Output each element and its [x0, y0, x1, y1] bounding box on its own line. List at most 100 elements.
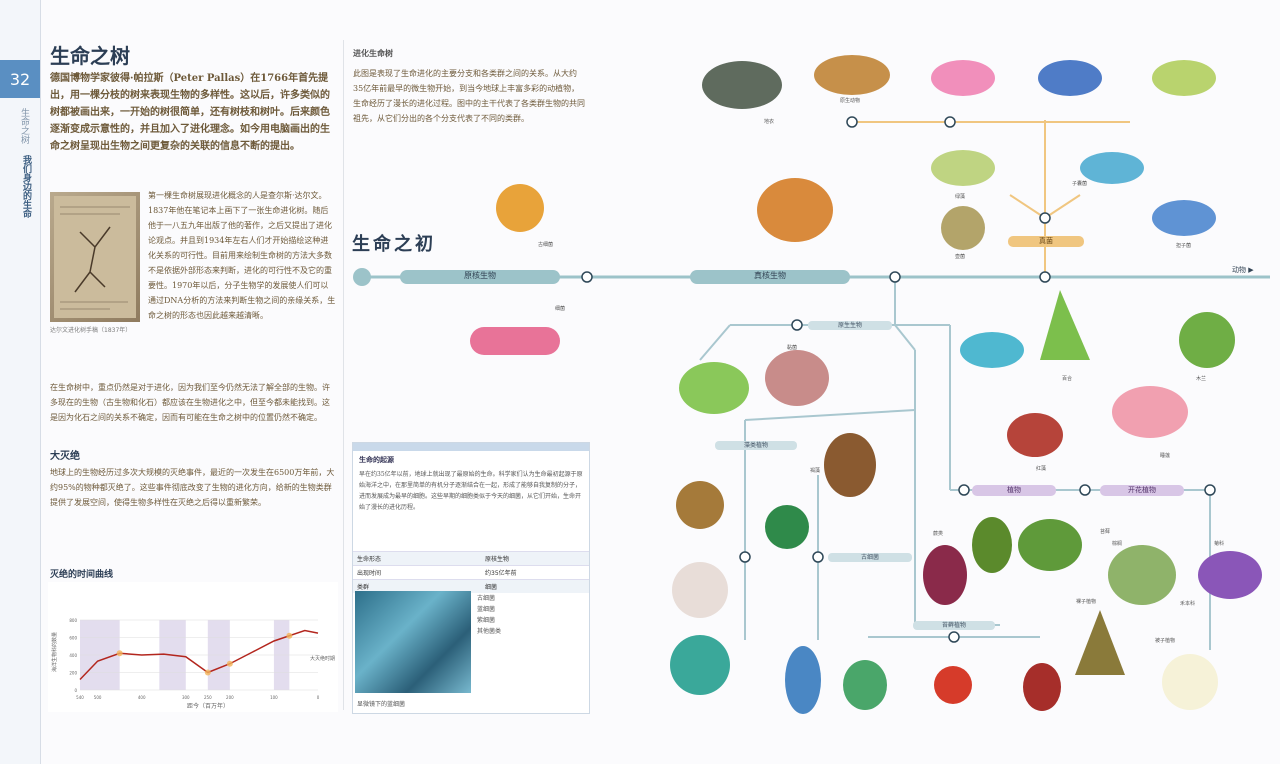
page-title: 生命之树	[50, 44, 130, 68]
chart-x-tick-label: 540	[76, 695, 84, 700]
branch-label-2: 藻类植物	[743, 442, 768, 449]
chart-y-tick-label: 0	[74, 688, 77, 693]
flower-plant-label: 开花植物	[1128, 486, 1156, 494]
column-divider	[343, 40, 344, 710]
trunk-label-prokaryote: 原核生物	[464, 271, 496, 280]
chart-y-tick-label: 200	[69, 671, 77, 676]
page-number: 32	[0, 60, 40, 98]
organism-label: 菊科	[1214, 541, 1225, 547]
white-lily-icon	[1162, 654, 1218, 710]
info-list-item: 蓝细菌	[477, 606, 496, 613]
photo-caption: 达尔文进化树手稿（1837年）	[50, 327, 132, 334]
lotus-icon	[1112, 386, 1188, 438]
info-cell-value: 约35亿年前	[485, 570, 517, 577]
tree-of-life-diagram	[353, 55, 1270, 714]
info-box-text: 早在约35亿年以前，地球上就出现了最原始的生命。科学家们认为生命最初起源于原始海…	[359, 471, 583, 511]
chart-y-tick-label: 800	[69, 618, 77, 623]
organism-label: 蕨类	[933, 531, 944, 537]
seed-icon	[672, 562, 728, 618]
info-row: 出现时间 约35亿年前	[353, 565, 589, 579]
extinction-paragraph: 地球上的生物经历过多次大规模的灭绝事件，最近的一次发生在6500万年前，大约95…	[50, 468, 335, 507]
radiolarian-icon	[960, 332, 1024, 368]
red-algae-icon	[1007, 413, 1063, 457]
organism-label: 子囊菌	[1072, 181, 1088, 187]
trunk-label-eukaryote: 真核生物	[754, 271, 786, 280]
spine-section-title: 生命之树	[19, 108, 29, 144]
green-seaweed-icon	[843, 660, 887, 710]
organism-label: 木兰	[1196, 376, 1207, 382]
brown-algae-icon	[824, 433, 876, 497]
chart-x-axis-label: 距今（百万年）	[187, 702, 229, 710]
branch-label-4: 苔藓植物	[941, 622, 966, 629]
violet-icon	[1198, 551, 1262, 599]
info-row: 生命形态 原核生物	[353, 551, 589, 565]
lichen-icon	[702, 61, 782, 109]
trunk-label-pill-mid	[690, 270, 850, 284]
protist-pink-icon	[931, 60, 995, 96]
chart-x-tick-label: 500	[94, 695, 102, 700]
spine-chapter-title: 我们身边的生命	[21, 155, 31, 218]
tree-paragraph: 在生命树中，重点仍然是对于进化，因为我们至今仍然无法了解全部的生物。许多现在的生…	[50, 383, 330, 422]
organism-label: 禾本科	[1180, 601, 1196, 607]
chart-x-tick-label: 100	[270, 695, 278, 700]
moss-icon	[972, 517, 1012, 573]
red-berry-icon	[934, 666, 972, 704]
branch-label-1: 原生生物	[837, 322, 862, 329]
branch-pill-4	[913, 621, 995, 630]
junction-nodes	[581, 116, 1216, 643]
heliozoa-icon	[676, 481, 724, 529]
grass-icon	[1075, 610, 1125, 675]
fern-icon	[1018, 519, 1082, 571]
protist-blue2-icon	[1152, 200, 1216, 236]
chart-y-tick-label: 600	[69, 636, 77, 641]
fungi-branch	[852, 120, 1130, 277]
info-cell-key: 出现时间	[357, 570, 382, 577]
chart-x-tick-label: 200	[226, 695, 234, 700]
protist-cyan-icon	[1080, 152, 1144, 184]
flower-plant-label-pill	[1100, 485, 1184, 496]
info-cell-value: 细菌	[485, 584, 498, 591]
organism-label: 百合	[1062, 376, 1073, 382]
info-cell-key: 类群	[357, 584, 370, 591]
trunk-end-label: 动物 ▶	[1232, 266, 1254, 274]
micrograph-caption: 显微镜下的蓝细菌	[357, 701, 406, 708]
aloe-icon	[1040, 290, 1090, 360]
info-box-header-bar	[353, 443, 589, 451]
red-seed-icon	[1023, 663, 1061, 711]
plant-label: 植物	[1007, 486, 1021, 494]
tree-root-node	[353, 268, 371, 286]
protist-green-icon	[1152, 60, 1216, 96]
amoeba-icon	[765, 350, 829, 406]
darwin-paragraph: 第一棵生命树展现进化概念的人是查尔斯·达尔文。1837年他在笔记本上画下了一张生…	[148, 191, 336, 320]
branch-pill-2	[715, 441, 797, 450]
organism-label: 细菌	[555, 306, 566, 312]
foram-icon	[670, 635, 730, 695]
bacteria-ball-icon	[496, 184, 544, 232]
organism-label: 睡莲	[1160, 453, 1171, 459]
organism-label: 裸子植物	[1076, 599, 1097, 605]
section-title-origin: 生命之初	[352, 234, 436, 255]
chart-extinction-marker	[226, 660, 233, 667]
info-list-item: 紫细菌	[477, 617, 496, 624]
mushroom-icon	[757, 178, 833, 242]
trunk-label-pill-left	[400, 270, 560, 284]
rod-bacteria-icon	[470, 327, 560, 355]
info-box: 生命的起源 早在约35亿年以前，地球上就出现了最原始的生命。科学家们认为生命最初…	[352, 442, 590, 714]
branch-pill-1	[808, 321, 892, 330]
organism-label: 壶菌	[955, 254, 966, 260]
chart-y-axis-label: 海洋生物科的数量	[51, 632, 58, 672]
chart-extinction-marker	[204, 669, 211, 676]
info-cell-value: 原核生物	[485, 556, 510, 563]
cyanobacteria-micrograph	[355, 591, 471, 693]
fungi-label-pill	[1008, 236, 1084, 247]
info-box-title: 生命的起源	[359, 456, 394, 464]
algae-icon	[931, 150, 995, 186]
info-cell-key: 生命形态	[357, 556, 382, 563]
note-heading: 进化生命树	[353, 48, 393, 58]
organism-label: 绿藻	[955, 194, 966, 200]
diatom-icon	[941, 206, 985, 250]
chart-annotation: 大灭绝时期	[310, 655, 335, 662]
info-list-item: 其他菌类	[477, 628, 502, 635]
chart-x-tick-label: 0	[317, 695, 320, 700]
intro-paragraph: 德国博物学家彼得·帕拉斯（Peter Pallas）在1766年首先提出，用一棵…	[50, 73, 330, 152]
